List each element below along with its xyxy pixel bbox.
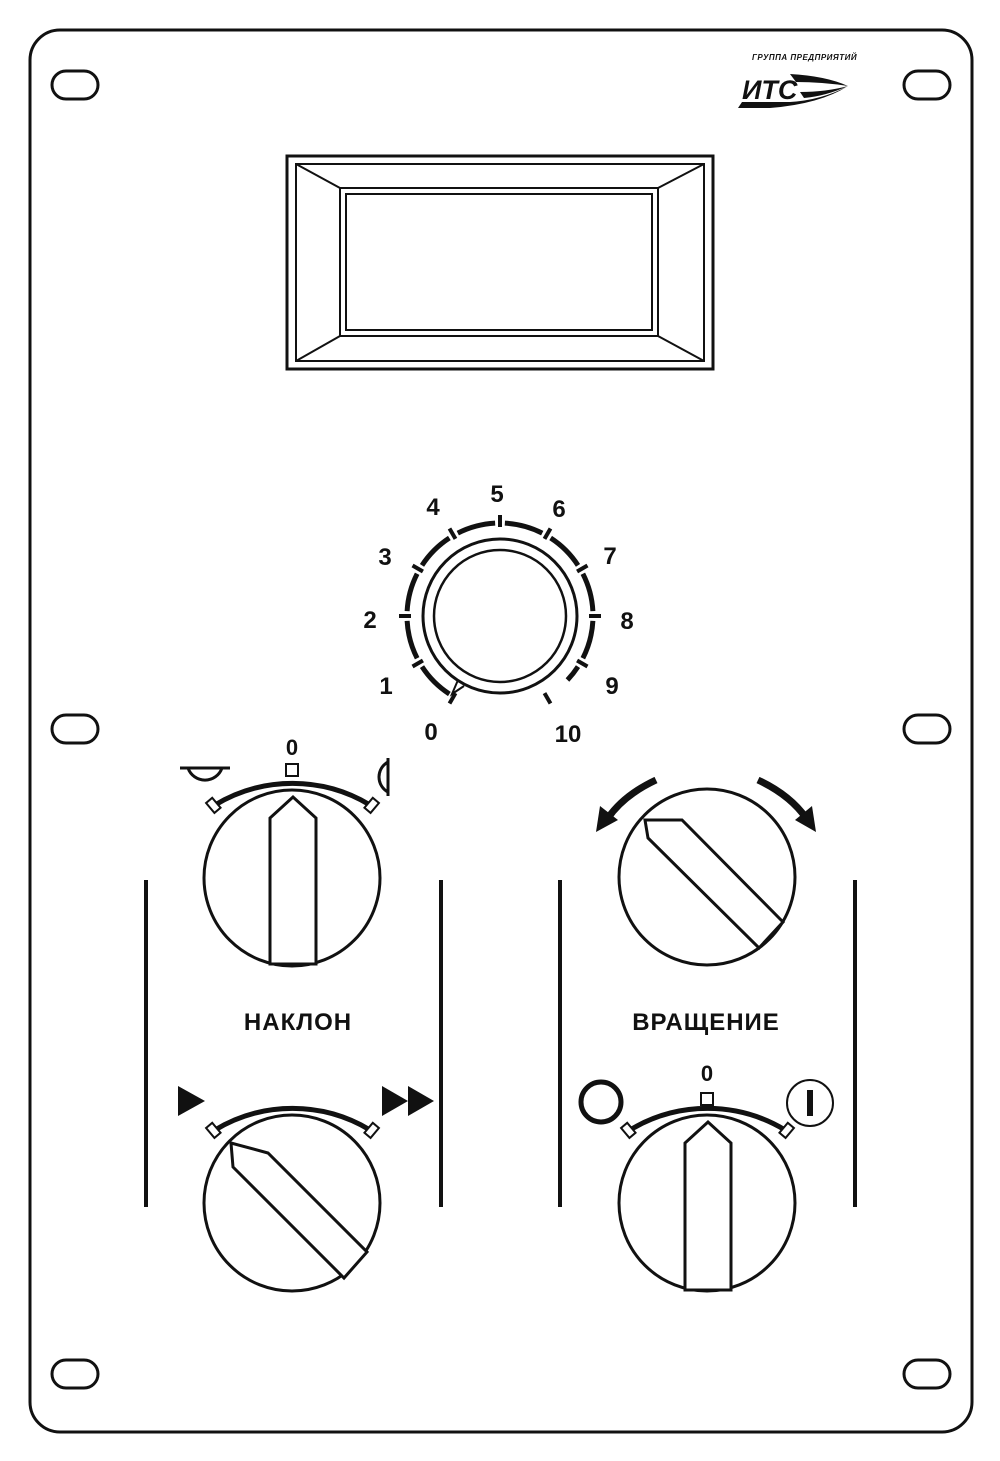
dial-tick bbox=[576, 658, 589, 669]
rotation-power-arc bbox=[628, 1105, 787, 1133]
rotation-power-switch[interactable]: 0 bbox=[578, 1061, 834, 1293]
ccw-arrow-icon bbox=[596, 776, 658, 832]
its-logo: ГРУППА ПРЕДПРИЯТИЙ ИТС bbox=[738, 53, 857, 108]
speed-dial-scale bbox=[399, 515, 601, 705]
power-center-mark: 0 bbox=[701, 1061, 713, 1086]
tilt-center-mark: 0 bbox=[286, 735, 298, 760]
mount-slot-bottom-left bbox=[50, 1358, 100, 1390]
dial-label-7: 7 bbox=[603, 543, 616, 570]
dial-scale-segment bbox=[456, 520, 496, 536]
display-window bbox=[285, 154, 715, 371]
dial-tick bbox=[411, 563, 424, 574]
dial-tick bbox=[542, 527, 553, 540]
dial-scale-segment bbox=[404, 620, 420, 660]
dial-tick bbox=[411, 658, 424, 669]
tilt-direction-lever bbox=[268, 794, 318, 966]
panel-border bbox=[28, 28, 974, 1434]
dial-label-1: 1 bbox=[379, 673, 392, 700]
logo-tagline: ГРУППА ПРЕДПРИЯТИЙ bbox=[752, 53, 857, 62]
logo-name: ИТС bbox=[742, 75, 798, 105]
dial-scale-segment bbox=[504, 520, 544, 536]
rotation-direction-switch[interactable] bbox=[596, 776, 816, 967]
on-circle-icon bbox=[786, 1079, 834, 1127]
dial-tick bbox=[542, 692, 553, 705]
mount-slot-mid-left bbox=[50, 713, 100, 745]
dial-tick bbox=[447, 692, 458, 705]
speed-dial-labels: 0 1 2 3 4 5 6 7 8 9 10 bbox=[363, 481, 633, 748]
logo-wing-lower bbox=[800, 86, 848, 98]
dial-scale-segment bbox=[419, 535, 451, 567]
rotation-section-label: ВРАЩЕНИЕ bbox=[632, 1009, 780, 1036]
tilt-direction-arc bbox=[213, 780, 372, 808]
dial-scale-segment bbox=[565, 665, 581, 682]
dial-scale-segment bbox=[419, 665, 451, 697]
dial-label-4: 4 bbox=[426, 494, 440, 521]
cw-arrow-icon bbox=[756, 776, 816, 832]
fast-forward-icon bbox=[382, 1086, 434, 1116]
tilt-speed-switch[interactable] bbox=[178, 1086, 434, 1293]
speed-dial-pointer bbox=[449, 679, 465, 697]
dial-label-9: 9 bbox=[605, 673, 618, 700]
tilt-section-label: НАКЛОН bbox=[244, 1009, 352, 1036]
speed-dial[interactable]: 0 1 2 3 4 5 6 7 8 9 10 bbox=[363, 481, 633, 748]
speed-dial-knob[interactable] bbox=[432, 548, 568, 684]
dial-label-2: 2 bbox=[363, 607, 376, 634]
dial-label-5: 5 bbox=[490, 481, 503, 508]
dial-scale-segment bbox=[580, 620, 596, 660]
dial-label-6: 6 bbox=[552, 496, 565, 523]
tilt-direction-switch[interactable]: 0 bbox=[180, 735, 390, 968]
tilt-speed-arc bbox=[213, 1105, 372, 1133]
rotation-power-lever bbox=[683, 1119, 733, 1292]
tilt-speed-lever bbox=[229, 1140, 370, 1281]
off-circle-icon bbox=[578, 1079, 624, 1125]
dial-label-3: 3 bbox=[378, 544, 391, 571]
logo-wing bbox=[790, 74, 848, 86]
tilt-right-icon bbox=[377, 758, 390, 796]
dial-label-10: 10 bbox=[555, 721, 582, 748]
mount-slot-top-left bbox=[50, 69, 100, 101]
mount-slot-bottom-right bbox=[902, 1358, 952, 1390]
dial-scale-segment bbox=[580, 572, 596, 612]
dial-scale-segment bbox=[404, 572, 420, 612]
logo-swoosh bbox=[738, 86, 848, 108]
dial-tick bbox=[447, 527, 458, 540]
tilt-left-icon bbox=[180, 766, 230, 782]
dial-label-8: 8 bbox=[620, 608, 633, 635]
play-icon bbox=[178, 1086, 205, 1116]
mount-slot-mid-right bbox=[902, 713, 952, 745]
dial-tick bbox=[576, 563, 589, 574]
dial-scale-segment bbox=[549, 535, 581, 567]
mount-slot-top-right bbox=[902, 69, 952, 101]
dial-label-0: 0 bbox=[424, 719, 437, 746]
rotation-direction-lever bbox=[643, 818, 786, 951]
